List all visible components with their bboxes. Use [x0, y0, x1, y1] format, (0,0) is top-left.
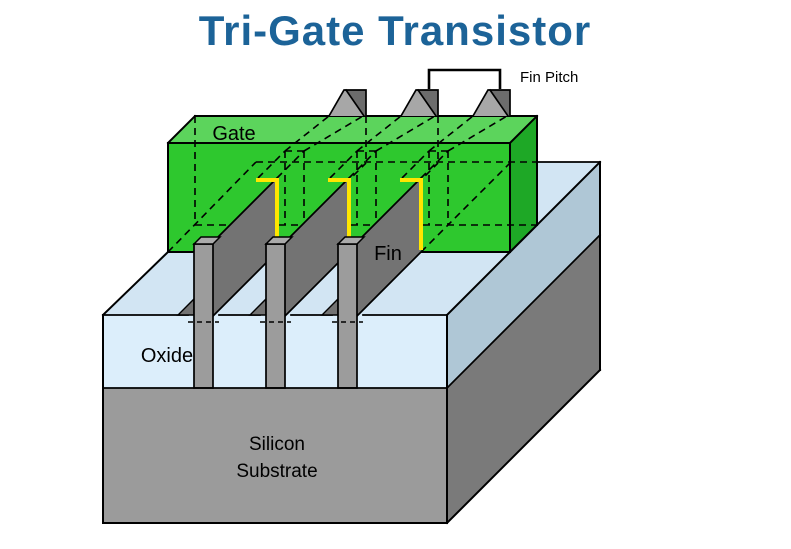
hidden-edge [401, 150, 430, 179]
substrate-label-line2: Substrate [236, 461, 317, 482]
fin-front-column [265, 243, 286, 389]
fin-cap [192, 236, 222, 245]
fin-label: Fin [374, 243, 402, 265]
oxide-side-face [447, 162, 600, 388]
hidden-edge [420, 162, 511, 253]
substrate-label-line1: Silicon [249, 434, 305, 455]
hidden-edge [167, 161, 257, 253]
gate-label: Gate [212, 123, 255, 145]
fin-cap [336, 236, 366, 245]
structure-edges [101, 160, 602, 525]
bottom-right-slant-edge [445, 368, 602, 525]
gate-top-right-edge [508, 114, 539, 145]
fin-base-edge [355, 250, 423, 318]
gate-side-bottom-edge [508, 223, 539, 254]
figure-title: Tri-Gate Transistor [199, 7, 591, 54]
hidden-edge [276, 150, 305, 179]
gate-dielectric-outline [256, 178, 279, 250]
substrate-side-face [447, 235, 600, 523]
fin-top [399, 88, 439, 118]
hidden-edge [428, 115, 474, 152]
fin-top-light-face [329, 90, 364, 116]
fin-front-column [193, 243, 214, 389]
fin-top-ridge [488, 88, 510, 118]
fin-top-outline [327, 89, 367, 118]
fin-tops [327, 88, 511, 118]
fin-top-ridge [344, 88, 366, 118]
hidden-edge [284, 115, 330, 152]
substrate-front-face [103, 388, 447, 523]
gate-dielectric-outline [400, 178, 423, 250]
hidden-edge [356, 115, 402, 152]
fin-top-outline [399, 89, 439, 118]
fin-pitch-bracket [427, 68, 502, 89]
labels: Tri-Gate Transistor Gate Fin Oxide Silic… [141, 7, 591, 482]
gate-dielectric-interfaces [256, 178, 423, 250]
hidden-edge [329, 150, 358, 179]
hidden-edge [348, 150, 377, 179]
gate-top-face [168, 116, 537, 143]
hidden-edge [257, 150, 286, 179]
fin-top [327, 88, 367, 118]
oxide-top-left-slant-edge [101, 250, 170, 317]
fin-top-outline [471, 89, 511, 118]
fin-ridge-edge [211, 176, 279, 244]
fin-side-face [213, 178, 277, 316]
fin-ridge-edge [283, 176, 351, 244]
fin-top-light-face [473, 90, 508, 116]
silicon-substrate [103, 235, 600, 523]
fin-pitch-label: Fin Pitch [520, 69, 578, 86]
oxide-label: Oxide [141, 345, 193, 367]
fin-cap [264, 236, 294, 245]
gate-top-left-edge [166, 114, 197, 145]
fin-top [471, 88, 511, 118]
hidden-edge [420, 150, 449, 179]
fin-ridge-edge [355, 176, 423, 244]
oxide-substrate-side-edge [445, 233, 602, 390]
fin-side-face [357, 178, 421, 316]
fin-side-face [285, 178, 349, 316]
fin-top-ridge [416, 88, 438, 118]
gate-dielectric-outline [328, 178, 351, 250]
gate-side-face [510, 116, 537, 252]
fin-top-light-face [401, 90, 436, 116]
fin-front-column [337, 243, 358, 389]
